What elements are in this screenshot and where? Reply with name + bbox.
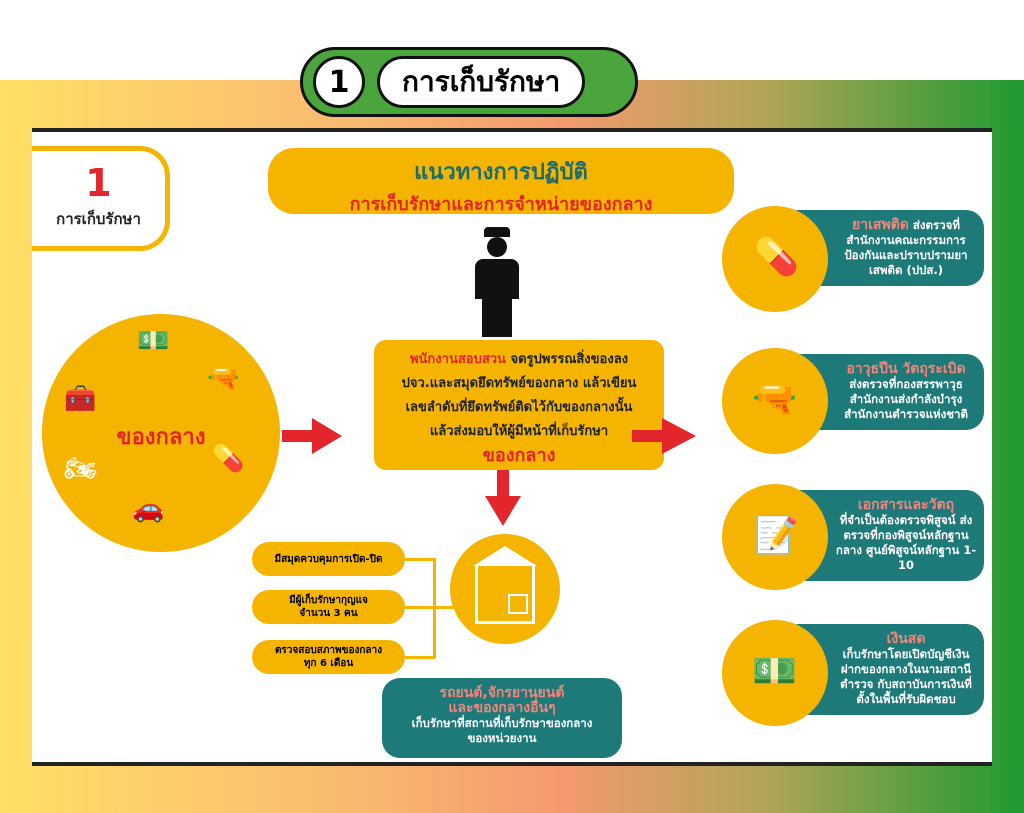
procedure-box: พนักงานสอบสวน จดรูปพรรณสิ่งของลง ปจว.และ… [374,340,664,470]
badge-number: 1 [85,161,112,205]
badge-label: การเก็บรักษา [56,210,141,228]
connector [405,606,455,609]
document-icon: 📝 [722,484,828,590]
main-title: แนวทางการปฏิบัติ การเก็บรักษาและการจำหน่… [268,148,734,215]
header-title: การเก็บรักษา [377,56,586,108]
gun-icon: 🔫 [722,348,828,454]
vehicles-title: และของกลางอื่นๆ [448,700,556,716]
infographic-panel: 1 การเก็บรักษา แนวทางการปฏิบัติ การเก็บร… [32,128,992,766]
title-line1: แนวทางการปฏิบัติ [414,160,588,185]
motorcycle-icon: 🏍 [64,454,98,484]
car-icon: 🚗 [132,494,165,524]
vehicles-box: รถยนต์,จักรยานยนต์ และของกลางอื่นๆ เก็บร… [382,678,622,758]
procedure-text: เลขลำดับที่ยึดทรัพย์ติดไว้กับของกลางนั้น [405,400,633,415]
procedure-emphasis: ของกลาง [482,445,556,466]
category-card-drugs: ยาเสพติด ส่งตรวจที่ สำนักงานคณะกรรมการ ป… [780,210,984,286]
procedure-text: ปจว.และสมุดยึดทรัพย์ของกลาง แล้วเขียน [401,376,637,391]
investigator-label: พนักงานสอบสวน [409,352,506,367]
arrow-right-2-head [662,418,696,454]
warehouse-icon [475,564,535,624]
connector [433,558,436,658]
vehicles-text: เก็บรักษาที่สถานที่เก็บรักษาของกลาง [411,716,593,730]
arrow-right-2 [632,430,664,442]
money-icon: 💵 [137,326,170,356]
police-officer-icon [472,227,522,337]
header-number: 1 [313,56,365,108]
vehicles-text: ของหน่วยงาน [467,731,537,745]
vehicles-title: รถยนต์,จักรยานยนต์ [439,685,565,701]
arrow-down [497,470,509,498]
gun-icon: 🔫 [207,364,240,394]
pills-icon: 💊 [722,206,828,312]
connector [405,656,435,659]
box-icon [508,594,528,614]
arrow-right-1 [282,430,314,442]
storage-rule: มีสมุดควบคุมการเปิด-ปิด [252,542,405,576]
connector [405,558,435,561]
evidence-circle: 💵 🔫 🧰 🏍 💊 🚗 ของกลาง [42,314,280,552]
procedure-text: จดรูปพรรณสิ่งของลง [510,352,629,367]
evidence-label: ของกลาง [116,425,206,450]
procedure-text: แล้วส่งมอบให้ผู้มีหน้าที่เก็บรักษา [429,424,609,439]
section-badge: 1 การเก็บรักษา [32,146,170,251]
warehouse-circle [450,534,560,644]
pills-icon: 💊 [212,444,245,474]
title-line2: การเก็บรักษาและการจำหน่ายของกลาง [349,194,653,215]
storage-rule: ตรวจสอบสภาพของกลางทุก 6 เดือน [252,640,405,674]
header-tag: 1 การเก็บรักษา [300,47,638,117]
arrow-down-head [485,496,521,526]
storage-rule: มีผู้เก็บรักษากุญแจจำนวน 3 คน [252,590,405,624]
warehouse-roof [473,546,537,566]
treasure-icon: 🧰 [64,384,97,414]
cash-icon: 💵 [722,620,828,726]
arrow-right-1-head [312,418,342,454]
